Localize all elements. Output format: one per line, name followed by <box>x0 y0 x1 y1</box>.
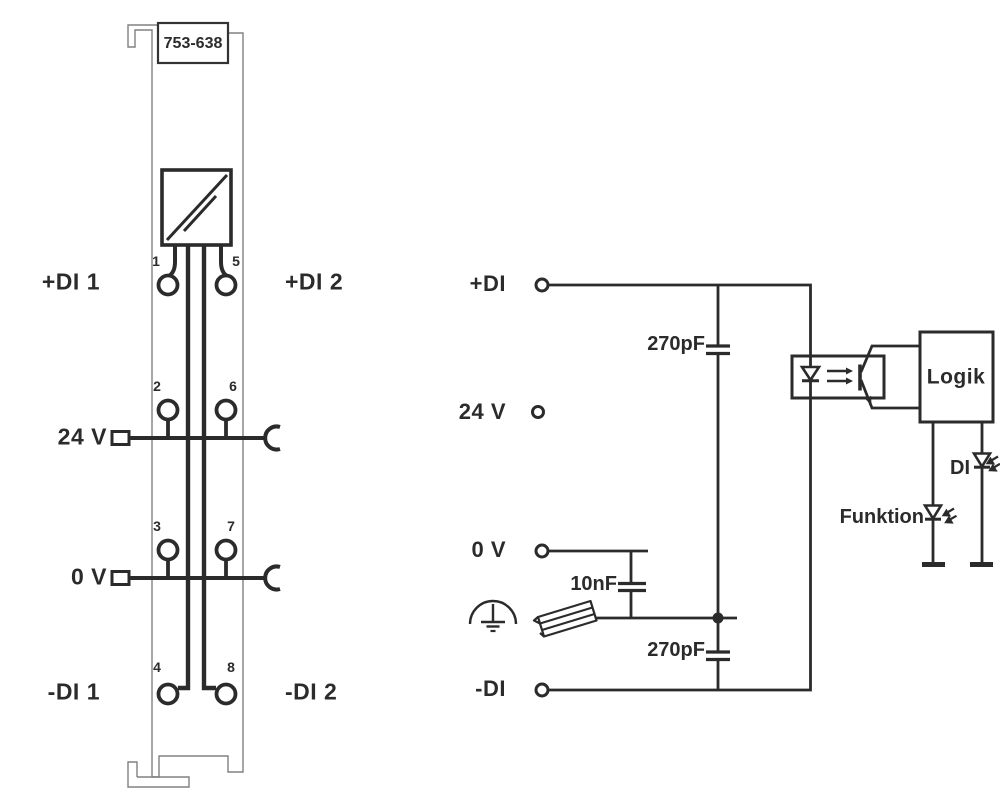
arrow-right-icon <box>846 377 853 385</box>
module-label-0v: 0 V <box>70 563 107 590</box>
terminal-number-1: 1 <box>152 253 160 269</box>
capacitor-plates <box>618 344 730 662</box>
logic-label: Logik <box>926 365 986 389</box>
terminal-7 <box>214 538 238 562</box>
terminal-number-2: 2 <box>153 378 161 394</box>
power-feed-connector-24v <box>110 430 131 446</box>
led-icon <box>799 365 822 383</box>
electronics-module-icon <box>160 168 233 247</box>
module-label-plus-di-2: +DI 2 <box>285 268 344 295</box>
module-label-minus-di-1: -DI 1 <box>47 678 100 705</box>
terminal-number-7: 7 <box>227 518 235 534</box>
led-icon <box>971 452 993 469</box>
led-emission-arrows <box>941 455 1000 524</box>
terminal-3 <box>156 538 180 562</box>
part-number-box <box>156 21 230 65</box>
terminal-0v <box>534 543 550 559</box>
module-outline-foot <box>127 761 190 788</box>
led-label-di: DI <box>950 457 970 479</box>
module-label-24v: 24 V <box>57 423 107 450</box>
module-outline <box>127 24 244 788</box>
capacitor-icon <box>706 650 730 662</box>
module-label-plus-di-1: +DI 1 <box>41 268 100 295</box>
earth-ground-icon <box>468 599 518 633</box>
terminal-minus-di <box>534 682 550 698</box>
terminal-8 <box>214 682 238 706</box>
schematic-label-0v: 0 V <box>471 537 506 562</box>
arrow-right-icon <box>846 367 853 375</box>
terminal-number-3: 3 <box>153 518 161 534</box>
module-outline-right <box>152 32 244 778</box>
logic-block <box>918 330 995 424</box>
jumper-contact-icon <box>263 424 281 452</box>
cap-value-270pf-top: 270pF <box>647 333 705 355</box>
module-outline-left <box>127 24 158 777</box>
terminal-5 <box>214 273 238 297</box>
schematic-label-minus-di: -DI <box>475 676 506 701</box>
terminal-24v <box>531 405 545 419</box>
terminal-6 <box>214 398 238 422</box>
schematic-label-24v: 24 V <box>458 399 506 424</box>
led-label-funktion: Funktion <box>839 506 924 528</box>
terminal-plus-di <box>534 277 550 293</box>
cap-value-10nf: 10nF <box>570 573 617 595</box>
terminal-number-8: 8 <box>227 659 235 675</box>
junction-dot <box>712 612 724 624</box>
led-branches <box>922 422 993 567</box>
optocoupler-icon <box>790 344 920 410</box>
led-icon <box>922 504 944 521</box>
terminal-number-6: 6 <box>229 378 237 394</box>
terminal-2 <box>156 398 180 422</box>
schematic-terminals <box>531 277 550 698</box>
terminal-contacts <box>156 273 238 706</box>
cap-value-270pf-bottom: 270pF <box>647 639 705 661</box>
module-label-minus-di-2: -DI 2 <box>285 678 338 705</box>
din-rail-icon <box>532 599 598 638</box>
power-feed-connector-0v <box>110 570 131 586</box>
terminal-4 <box>156 682 180 706</box>
schematic-label-plus-di: +DI <box>469 271 506 296</box>
schematic-wires <box>548 283 812 692</box>
part-number: 753-638 <box>163 35 223 52</box>
terminal-1 <box>156 273 180 297</box>
terminal-number-4: 4 <box>153 659 161 675</box>
emitter-arrow-icon <box>864 395 872 406</box>
jumper-contact-icon <box>263 564 281 592</box>
capacitor-icon <box>706 344 730 356</box>
capacitor-icon <box>618 581 646 593</box>
terminal-number-5: 5 <box>232 253 240 269</box>
